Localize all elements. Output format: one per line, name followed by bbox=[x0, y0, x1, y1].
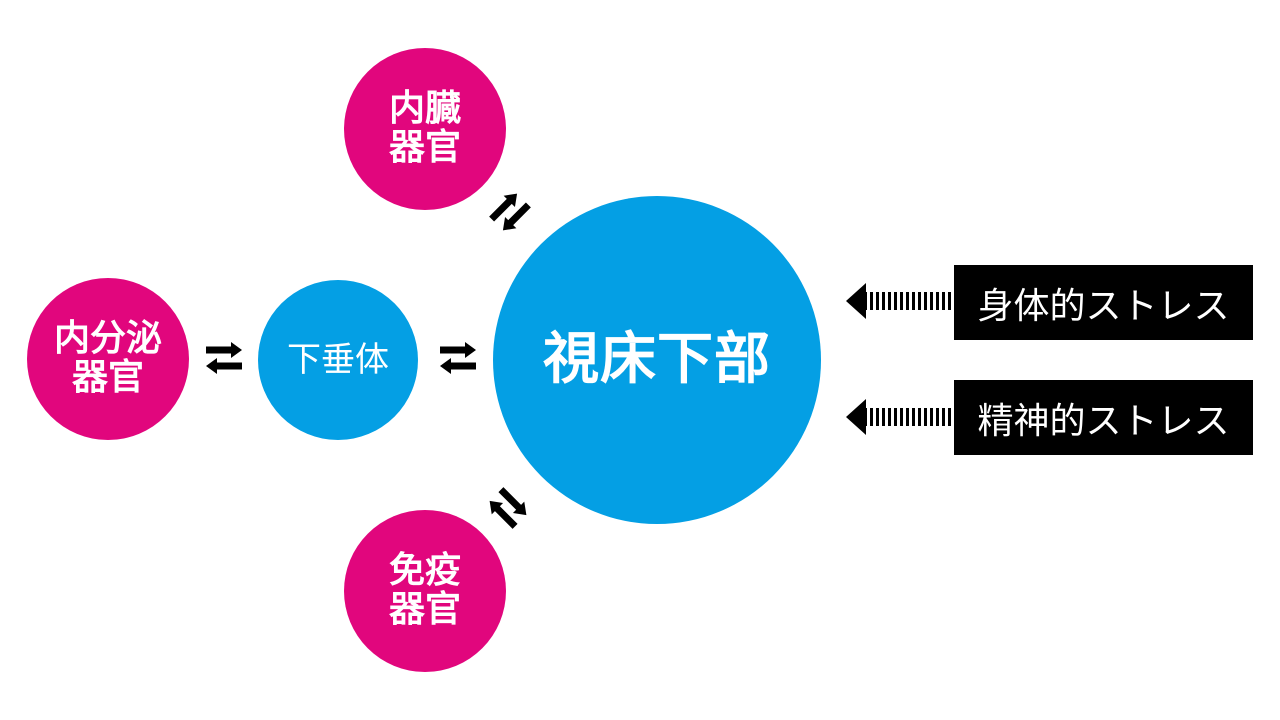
physical-stress-arrow bbox=[846, 283, 952, 319]
physical-stress-label: 身体的ストレス bbox=[977, 285, 1230, 327]
immune-organs-node: 免疫 器官 bbox=[344, 510, 506, 672]
pituitary-hypothalamus-arrows bbox=[440, 342, 476, 374]
mental-stress-box: 精神的ストレス bbox=[954, 380, 1253, 455]
pituitary-node: 下垂体 bbox=[258, 280, 418, 440]
viscera-hypothalamus-arrows bbox=[485, 187, 535, 237]
hypothalamus-node: 視床下部 bbox=[493, 196, 821, 524]
immune-organs-label: 免疫 器官 bbox=[388, 550, 461, 630]
mental-stress-arrow bbox=[846, 399, 952, 435]
hypothalamus-label: 視床下部 bbox=[543, 326, 771, 392]
mental-stress-label: 精神的ストレス bbox=[977, 400, 1230, 442]
endocrine-pituitary-arrows bbox=[206, 342, 242, 374]
visceral-organs-node: 内臓 器官 bbox=[344, 48, 506, 210]
immune-hypothalamus-arrows bbox=[483, 483, 533, 533]
visceral-organs-label: 内臓 器官 bbox=[388, 88, 461, 168]
endocrine-organs-node: 内分泌 器官 bbox=[27, 278, 189, 440]
physical-stress-box: 身体的ストレス bbox=[954, 265, 1253, 340]
endocrine-organs-label: 内分泌 器官 bbox=[53, 318, 162, 398]
pituitary-label: 下垂体 bbox=[287, 339, 389, 380]
